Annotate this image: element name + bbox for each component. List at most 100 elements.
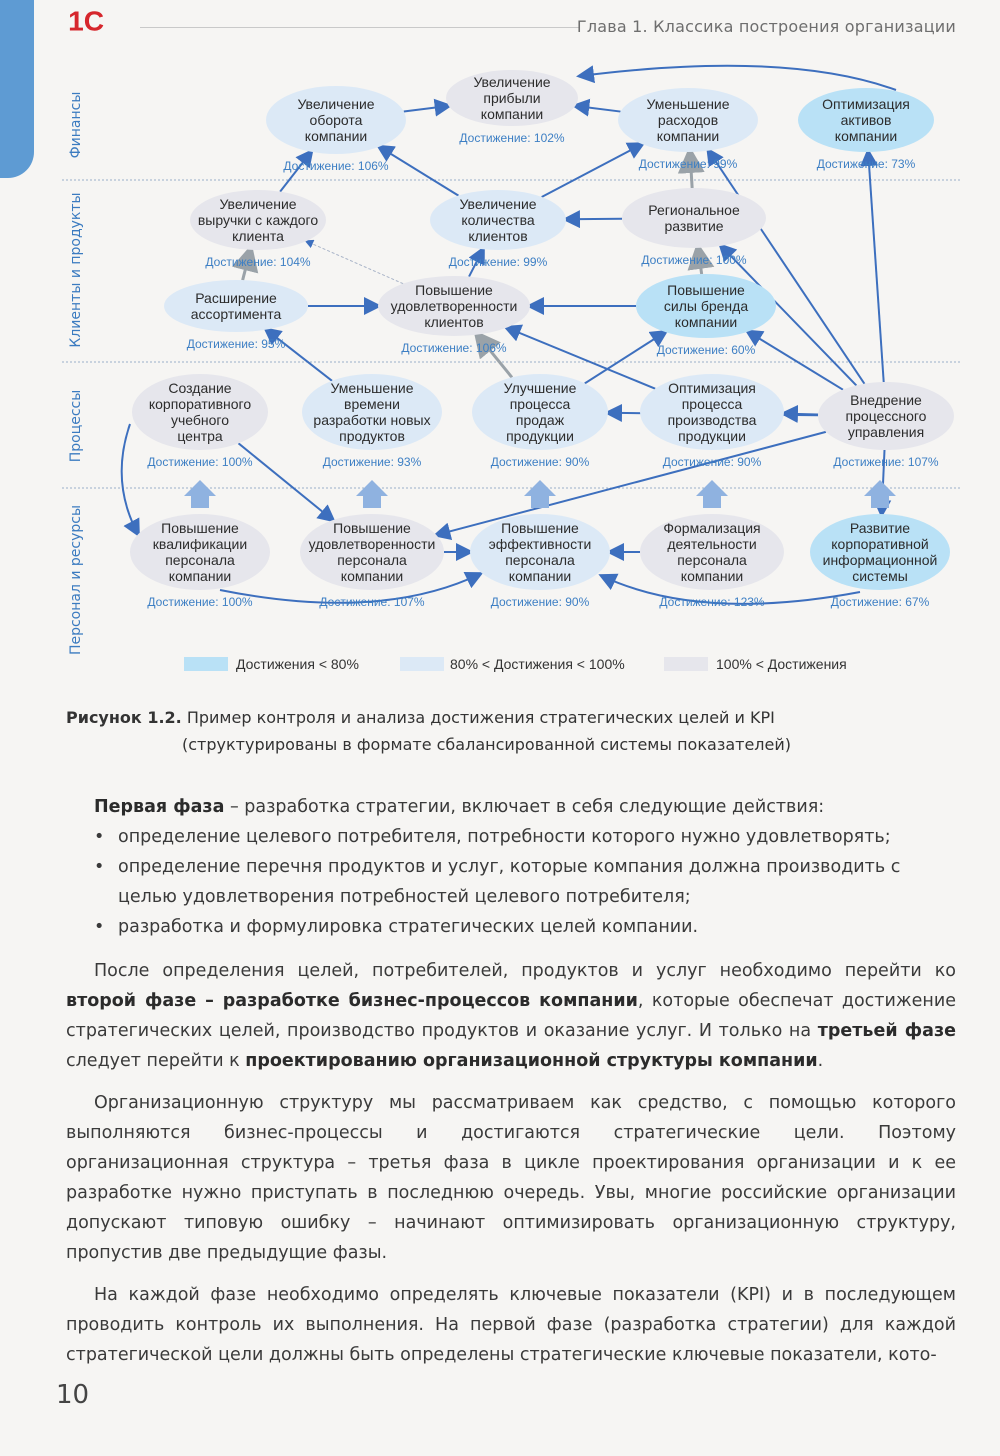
goal-label: Увеличение xyxy=(297,96,374,112)
goal-label: корпоративной xyxy=(831,536,929,552)
goal-label: Увеличение xyxy=(459,196,536,212)
caption-line1: Пример контроля и анализа достижения стр… xyxy=(186,708,775,727)
goal-label: компании xyxy=(305,128,367,144)
figure-caption: Рисунок 1.2. Пример контроля и анализа д… xyxy=(66,704,946,758)
goal-label: производства xyxy=(668,412,757,428)
goal-label: квалификации xyxy=(153,536,247,552)
goal-label: разработки новых xyxy=(313,412,430,428)
goal-label: расходов xyxy=(658,112,718,128)
phase-one-list: определение целевого потребителя, потреб… xyxy=(90,822,956,942)
legend-swatch-low xyxy=(184,657,228,671)
text-run: следует перейти к xyxy=(66,1051,246,1071)
dependency-arrow xyxy=(718,242,858,387)
chapter-title: Глава 1. Классика построения организации xyxy=(576,17,956,36)
goal-node-training-center: СозданиекорпоративногоучебногоцентраДост… xyxy=(132,374,268,469)
goal-label: Повышение xyxy=(501,520,579,536)
goal-ellipse xyxy=(622,188,766,248)
goal-label: эффективности xyxy=(489,536,592,552)
goal-ellipse xyxy=(618,88,758,152)
goal-achievement: Достижение: 73% xyxy=(817,157,916,171)
header-rule xyxy=(140,27,580,28)
goal-label: прибыли xyxy=(483,90,540,106)
goal-node-process-mgmt: ВнедрениепроцессногоуправленияДостижение… xyxy=(818,382,954,469)
goal-label: компании xyxy=(675,314,737,330)
phase-one-text: – разработка стратегии, включает в себя … xyxy=(224,797,825,817)
dependency-arrow xyxy=(576,64,897,91)
goal-achievement: Достижение: 99% xyxy=(449,255,548,269)
goal-achievement: Достижение: 123% xyxy=(659,595,765,609)
bsc-diagram: Финансы Клиенты и продукты Процессы Перс… xyxy=(62,64,960,672)
goal-label: продаж xyxy=(516,412,565,428)
goal-label: клиентов xyxy=(468,228,527,244)
goal-label: персонала xyxy=(677,552,747,568)
goal-label: управления xyxy=(848,424,924,440)
goal-label: процесса xyxy=(510,396,571,412)
dependency-arrow xyxy=(598,573,861,605)
text-run: . xyxy=(817,1051,824,1071)
goal-label: персонала xyxy=(165,552,235,568)
goal-label: количества xyxy=(461,212,535,228)
goal-ellipse xyxy=(430,190,566,250)
goal-achievement: Достижение: 100% xyxy=(147,455,253,469)
goal-label: Улучшение xyxy=(504,380,577,396)
goal-label: Расширение xyxy=(195,290,277,306)
goal-ellipse xyxy=(300,514,444,590)
goal-node-qualification: ПовышениеквалификацииперсоналакомпанииДо… xyxy=(130,514,270,609)
goal-label: персонала xyxy=(505,552,575,568)
goal-label: персонала xyxy=(337,552,407,568)
goal-ellipse xyxy=(132,374,268,450)
lane-label-staff: Персонал и ресурсы xyxy=(68,505,84,655)
goal-achievement: Достижение: 104% xyxy=(205,255,311,269)
goal-achievement: Достижение: 107% xyxy=(319,595,425,609)
goal-label: Региональное xyxy=(648,202,740,218)
goal-node-staff-efficiency: ПовышениеэффективностиперсоналакомпанииД… xyxy=(470,514,610,609)
goal-label: Повышение xyxy=(415,282,493,298)
svg-text:1С: 1С xyxy=(68,6,104,36)
page-number: 10 xyxy=(56,1380,90,1410)
goal-achievement: Достижение: 95% xyxy=(187,337,286,351)
dependency-arrow xyxy=(744,329,844,391)
dependency-arrow xyxy=(584,329,669,385)
dependency-arrow xyxy=(219,571,484,604)
goal-label: информационной xyxy=(823,552,938,568)
lane-label-processes: Процессы xyxy=(68,390,84,463)
goal-node-production-process: Оптимизацияпроцессапроизводствапродукции… xyxy=(640,374,784,469)
goal-label: времени xyxy=(344,396,400,412)
legend-label-mid: 80% < Достижения < 100% xyxy=(450,656,625,672)
goal-label: компании xyxy=(681,568,743,584)
dependency-arrow xyxy=(432,430,827,541)
goal-label: Увеличение xyxy=(219,196,296,212)
goal-ellipse xyxy=(472,374,608,450)
block-up-arrow xyxy=(184,480,216,508)
dependency-arrow xyxy=(375,144,459,197)
goal-label: силы бренда xyxy=(664,298,748,314)
goal-label: Оптимизация xyxy=(822,96,910,112)
goal-ellipse xyxy=(810,514,950,590)
goal-achievement: Достижение: 107% xyxy=(833,455,939,469)
paragraph-kpi: На каждой фазе необходимо определять клю… xyxy=(66,1285,956,1365)
goal-label: клиента xyxy=(232,228,284,244)
goal-label: развитие xyxy=(664,218,723,234)
dependency-arrow xyxy=(304,239,404,285)
block-up-arrow xyxy=(524,480,556,508)
chapter-side-tab xyxy=(0,0,34,178)
1c-logo: 1С xyxy=(68,6,104,36)
goal-achievement: Достижение: 106% xyxy=(401,341,507,355)
dependency-arrow xyxy=(232,243,259,281)
goal-achievement: Достижение: 67% xyxy=(831,595,930,609)
goal-label: Формализация xyxy=(663,520,760,536)
goal-achievement: Достижение: 102% xyxy=(459,131,565,145)
goal-label: активов xyxy=(841,112,892,128)
goal-label: корпоративного xyxy=(149,396,251,412)
goal-label: Увеличение xyxy=(473,74,550,90)
goal-ellipse xyxy=(190,190,326,250)
goal-achievement: Достижение: 100% xyxy=(147,595,253,609)
goal-ellipse xyxy=(640,374,784,450)
dependency-arrow xyxy=(468,245,485,278)
dependency-arrow xyxy=(860,147,885,383)
goal-achievement: Достижение: 99% xyxy=(639,157,738,171)
goal-label: клиентов xyxy=(424,314,483,330)
